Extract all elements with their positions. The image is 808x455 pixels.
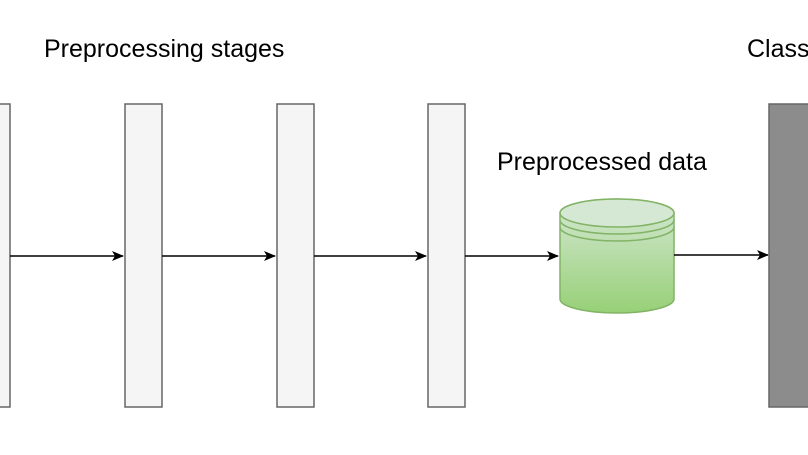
preprocessed-data-label: Preprocessed data bbox=[497, 148, 707, 176]
database-cylinder-icon bbox=[559, 198, 675, 314]
stage-block-1 bbox=[124, 103, 163, 408]
classifier-block bbox=[768, 103, 808, 408]
stage-block-3 bbox=[427, 103, 466, 408]
preprocessing-stages-label: Preprocessing stages bbox=[44, 35, 285, 63]
classifier-label: Class bbox=[747, 35, 808, 63]
stage-block-0 bbox=[0, 103, 11, 408]
stage-block-2 bbox=[276, 103, 315, 408]
